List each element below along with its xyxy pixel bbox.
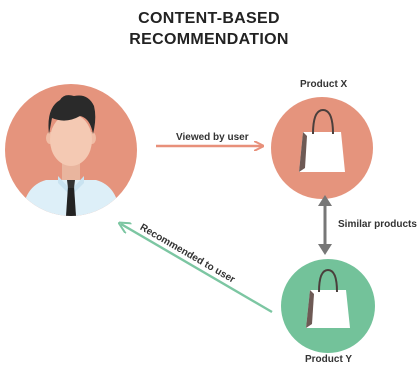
product-x-node [271, 97, 373, 199]
shopping-bag-icon [306, 268, 350, 328]
tie [66, 186, 76, 216]
tie-knot [67, 180, 75, 188]
product-y-node [281, 259, 375, 353]
recommended-arrow [121, 224, 273, 314]
diagram-title: CONTENT-BASED RECOMMENDATION [0, 8, 418, 50]
shopping-bag-icon [299, 108, 345, 172]
user-avatar-icon [5, 84, 137, 216]
user-neck [62, 162, 80, 180]
user-hair [48, 95, 96, 134]
user-face [50, 114, 92, 166]
similar-products-label: Similar products [338, 219, 417, 230]
diagram-title-line1: CONTENT-BASED [138, 10, 280, 27]
similar-arrow [318, 195, 332, 255]
product-x-label: Product X [300, 79, 348, 90]
diagram-title-line2: RECOMMENDATION [129, 31, 289, 48]
product-y-label: Product Y [305, 354, 353, 365]
viewed-by-user-label: Viewed by user [176, 132, 249, 143]
recommended-to-user-label: Recommended to user [138, 222, 237, 285]
